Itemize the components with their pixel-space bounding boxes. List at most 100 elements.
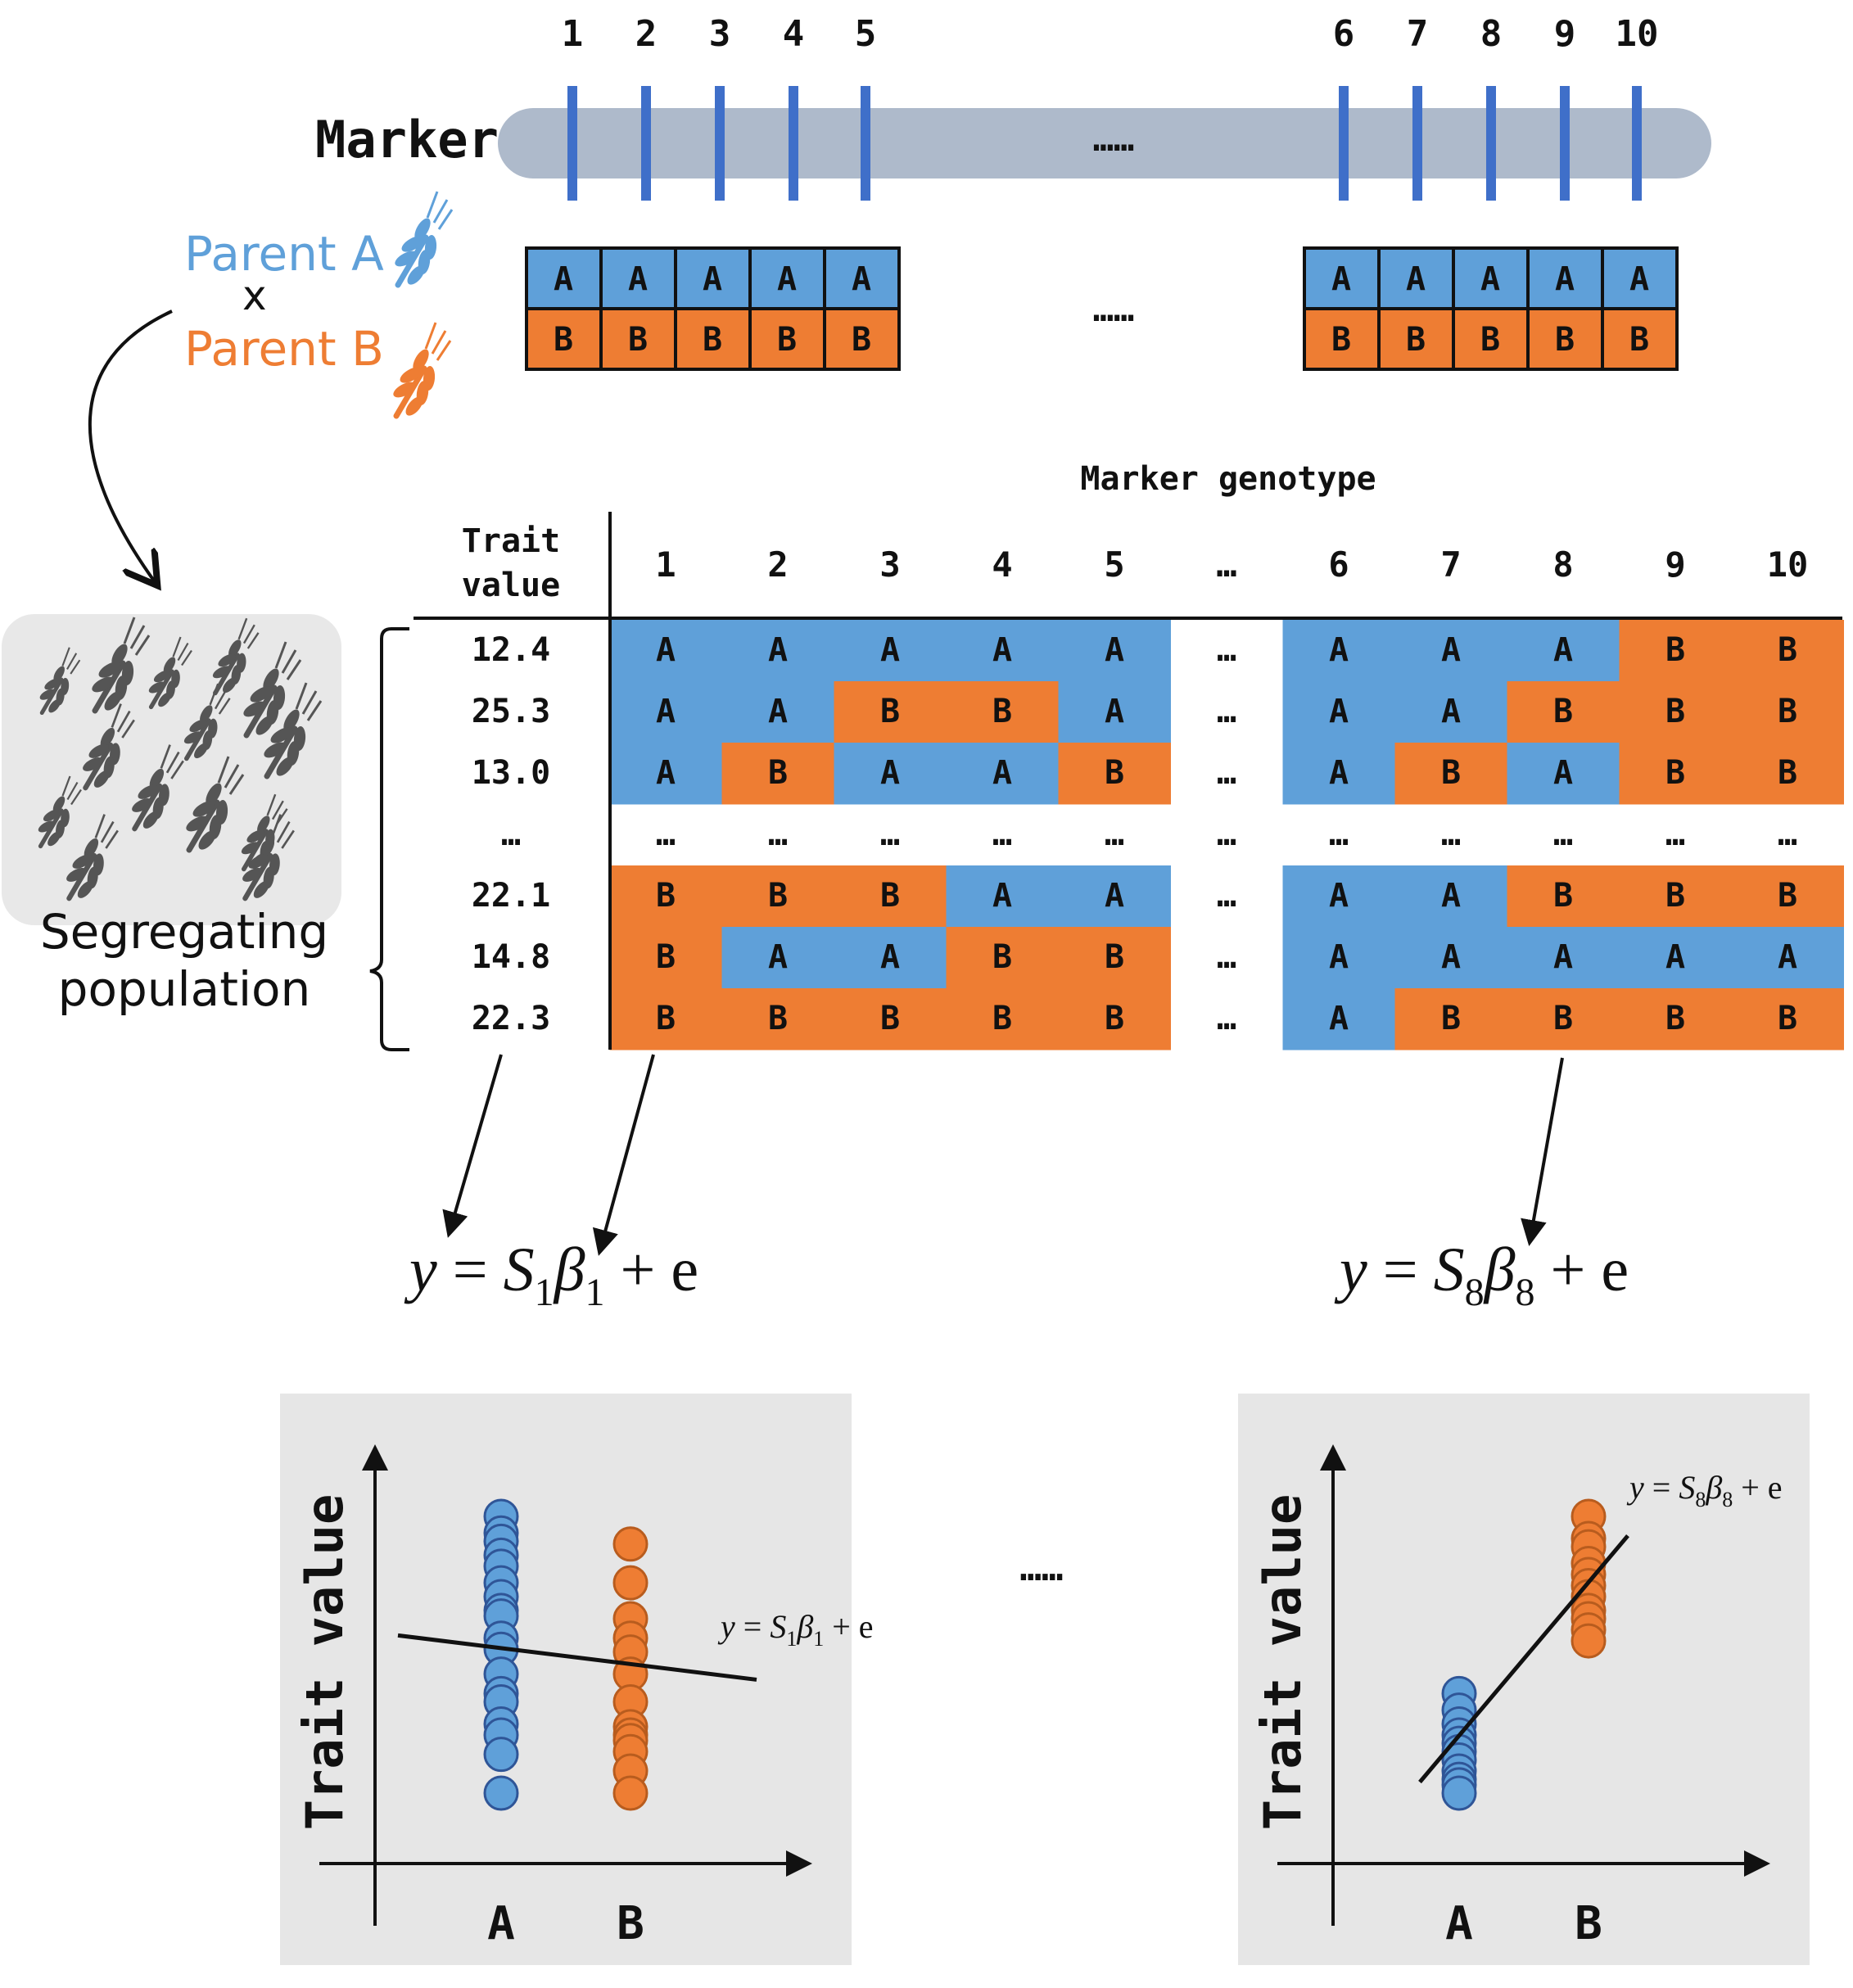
parent-b-allele-left-2: B: [628, 321, 648, 359]
genotype-value: B: [1665, 1000, 1685, 1037]
marker-label: Marker: [315, 110, 499, 169]
genotype-cell: [1507, 743, 1620, 805]
genotype-value: B: [1778, 631, 1797, 669]
genotype-value: B: [1665, 754, 1685, 792]
marker-line-2: [641, 86, 651, 201]
point-a-18: [483, 1775, 519, 1811]
plot-right-x-tick-a: A: [1445, 1897, 1473, 1950]
table-title: Marker genotype: [1080, 460, 1376, 498]
plot-left-y-label: Trait value: [295, 1494, 355, 1831]
genotype-cell: [1731, 681, 1844, 743]
plot-left-equation: y = S1β1 + e: [717, 1608, 874, 1651]
plot-right-x-tick-b: B: [1575, 1897, 1602, 1950]
genotype-cell: [609, 681, 722, 743]
parent-b-cell-left-3: [674, 307, 752, 371]
genotype-cell: [1394, 743, 1507, 805]
genotype-cell: [1619, 681, 1732, 743]
genotype-value: …: [1329, 816, 1349, 853]
genotype-cell: [1394, 681, 1507, 743]
genotype-cell: [946, 988, 1059, 1050]
genotype-value: B: [1778, 877, 1797, 915]
parent-b-allele-right-2: B: [1406, 321, 1426, 359]
genotype-value: A: [1553, 631, 1573, 669]
genotype-cell: [1394, 865, 1507, 928]
genotype-value: A: [656, 754, 676, 792]
genotype-cell: [721, 743, 834, 805]
parent-b-allele-left-4: B: [777, 321, 797, 359]
trait-header-line2: value: [462, 567, 560, 604]
parent-b-cell-right-3: [1452, 307, 1530, 371]
genotype-cell: [1282, 865, 1395, 928]
genotype-value: A: [1441, 693, 1461, 730]
parent-b-allele-right-5: B: [1629, 321, 1649, 359]
trait-value-5: 22.1: [472, 877, 550, 915]
parent-grid-ellipsis: ……: [1093, 289, 1135, 329]
genotype-value: B: [1553, 877, 1573, 915]
parent-b-wheat-icon: [391, 323, 450, 418]
trait-value-3: 13.0: [472, 754, 550, 792]
genotype-value: B: [1105, 754, 1124, 792]
genotype-cell: [1731, 865, 1844, 928]
marker-number-2: 2: [635, 13, 658, 55]
genotype-cell: [609, 865, 722, 928]
genotype-value: B: [992, 938, 1012, 976]
column-header-7: 6: [1328, 544, 1349, 585]
point-b-13: [612, 1775, 649, 1811]
marker-lines: [567, 86, 1642, 201]
genotype-value: A: [880, 754, 900, 792]
genotype-value: B: [1553, 693, 1573, 730]
genotype-cell: [1282, 620, 1395, 682]
genotype-value: A: [1329, 1000, 1349, 1037]
genotype-value: A: [992, 877, 1012, 915]
genotype-value: A: [1441, 938, 1461, 976]
parent-b-allele-right-3: B: [1480, 321, 1500, 359]
parent-a-allele-right-2: A: [1406, 260, 1426, 298]
genotype-value: B: [1105, 938, 1124, 976]
marker-line-5: [861, 86, 870, 201]
genotype-cell: [1619, 865, 1732, 928]
genotype-cell: [1507, 865, 1620, 928]
plot-left-points: [483, 1498, 649, 1811]
population-label-line1: Segregating: [40, 904, 328, 960]
genotype-value: …: [1217, 816, 1236, 853]
genotype-value: …: [1105, 816, 1124, 853]
genotype-cell: [1619, 743, 1732, 805]
genotype-cell: [1058, 620, 1171, 682]
genotype-cell: [721, 681, 834, 743]
marker-number-6: 6: [1333, 13, 1355, 55]
genotype-value: A: [1329, 631, 1349, 669]
genotype-cell: [609, 743, 722, 805]
genotype-value: B: [656, 938, 676, 976]
population-brace: [369, 627, 409, 1051]
segregating-population: Segregating population: [2, 614, 341, 1017]
trait-value-2: 25.3: [472, 693, 550, 730]
genotype-value: …: [1217, 1000, 1236, 1037]
genotype-value: A: [1105, 693, 1124, 730]
genotype-value: B: [656, 1000, 676, 1037]
genotype-cell: [1507, 681, 1620, 743]
genotype-value: B: [880, 693, 900, 730]
genotype-cell: [721, 865, 834, 928]
arrow-marker1-to-eq1: [592, 1054, 655, 1256]
marker-number-9: 9: [1554, 13, 1576, 55]
genotype-cell: [721, 988, 834, 1050]
parent-b-cell-right-4: [1526, 307, 1604, 371]
parent-b-allele-left-3: B: [703, 321, 722, 359]
genotype-value: …: [1217, 938, 1236, 976]
parents-section: Parent A x Parent B: [184, 192, 452, 418]
genotype-cell: [1058, 681, 1171, 743]
genotype-cell: [946, 620, 1059, 682]
marker-line-7: [1412, 86, 1422, 201]
genotype-value: B: [992, 693, 1012, 730]
point-b-2: [612, 1565, 649, 1601]
genotype-value: A: [1553, 938, 1573, 976]
genotype-cell: [721, 620, 834, 682]
genotype-value: …: [656, 816, 676, 853]
genotype-value: B: [880, 877, 900, 915]
genotype-cell: [609, 988, 722, 1050]
marker-number-10: 10: [1616, 13, 1659, 55]
plots-ellipsis: ……: [1020, 1547, 1064, 1589]
parent-a-allele-right-5: A: [1629, 260, 1649, 298]
